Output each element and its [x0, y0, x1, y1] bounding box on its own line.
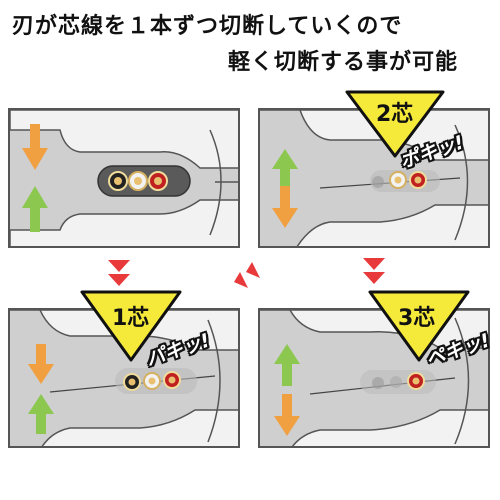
step-2-label: 2芯	[376, 102, 414, 127]
stripper-jaw-illustration	[10, 110, 238, 246]
down-arrow-icon	[363, 258, 385, 284]
panel-initial	[8, 108, 240, 248]
panel-step-1	[8, 308, 240, 448]
panel-step-2	[258, 108, 490, 248]
down-arrow-icon	[108, 260, 130, 286]
step-3-label: 3芯	[398, 306, 436, 331]
press-down-arrow-icon	[28, 344, 54, 384]
step-1-label: 1芯	[112, 306, 150, 331]
press-up-arrow-icon	[274, 344, 300, 386]
caption-line-2: 軽く切断する事が可能	[228, 50, 459, 75]
stripper-jaw-illustration	[260, 110, 488, 246]
press-up-arrow-icon	[22, 186, 48, 232]
stripper-jaw-illustration	[10, 310, 238, 446]
step-3-triangle	[368, 290, 470, 362]
press-up-arrow-icon	[272, 149, 298, 191]
press-down-arrow-icon	[274, 394, 300, 436]
press-down-arrow-icon	[22, 124, 48, 170]
step-1-triangle	[80, 290, 182, 362]
press-up-arrow-icon	[28, 394, 54, 434]
diagonal-arrow-icon	[234, 262, 260, 288]
step-2-triangle	[345, 90, 445, 158]
caption-line-1: 刃が芯線を１本ずつ切断していくので	[12, 14, 403, 39]
press-down-arrow-icon	[272, 186, 298, 228]
